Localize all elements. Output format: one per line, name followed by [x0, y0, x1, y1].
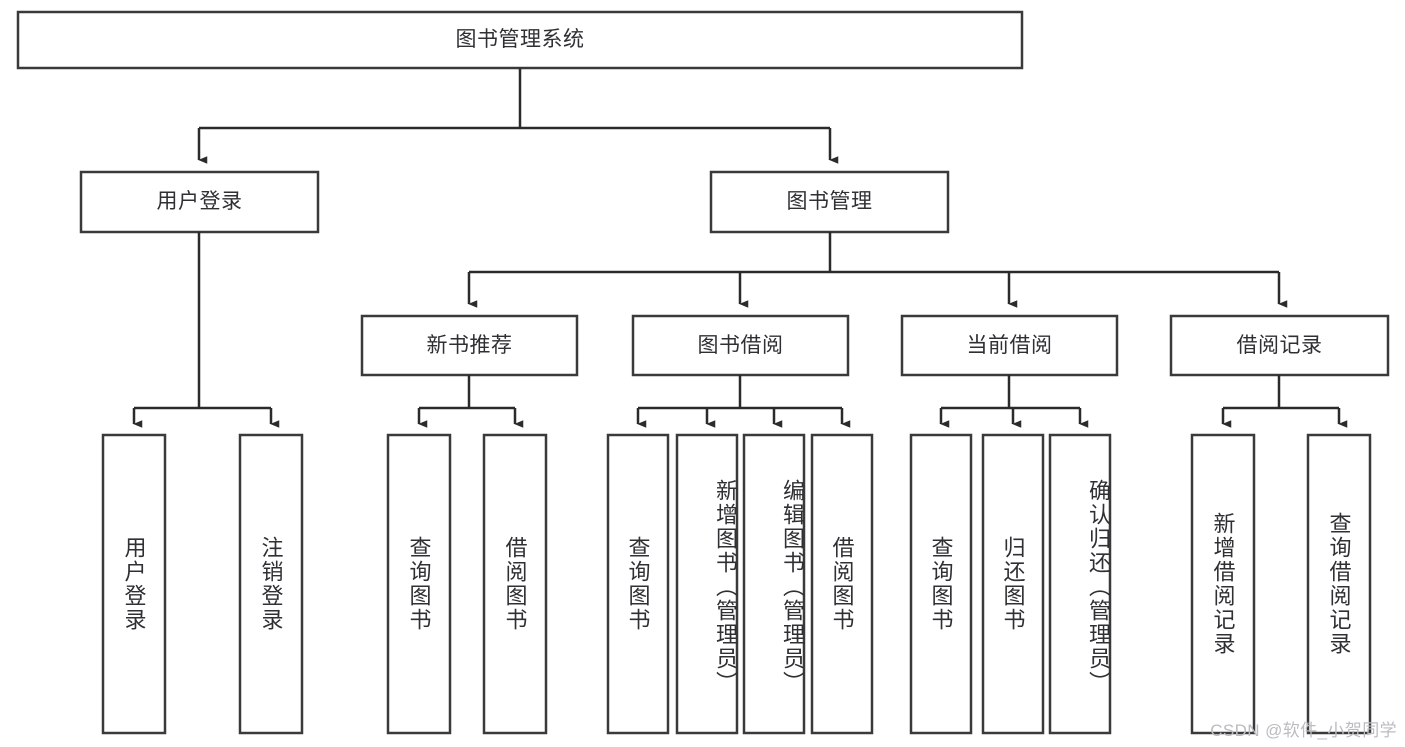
node-box-new-book-recommend[interactable]: [360, 314, 579, 377]
node-box-leaf-user-logout[interactable]: [238, 433, 304, 735]
node-box-leaf-return-book[interactable]: [981, 433, 1045, 735]
node-box-leaf-edit-book-admin[interactable]: [742, 433, 806, 735]
node-box-leaf-add-borrow-record[interactable]: [1190, 433, 1256, 735]
node-box-user-login[interactable]: [79, 170, 320, 234]
node-boxes: [16, 10, 1390, 735]
node-box-leaf-borrow-book[interactable]: [810, 433, 874, 735]
node-box-leaf-query-borrow-record[interactable]: [1306, 433, 1372, 735]
node-box-leaf-add-book-admin[interactable]: [675, 433, 739, 735]
connectors: [132, 68, 1348, 428]
node-box-root[interactable]: [16, 10, 1024, 70]
node-box-book-management[interactable]: [709, 170, 950, 234]
node-box-leaf-user-login[interactable]: [101, 433, 167, 735]
csdn-watermark: CSDN @软件_小贺同学: [1210, 721, 1397, 740]
node-box-borrow-record[interactable]: [1169, 314, 1390, 377]
node-box-leaf-query-book-new[interactable]: [386, 433, 452, 735]
node-box-leaf-query-book-current[interactable]: [909, 433, 973, 735]
node-box-current-borrow[interactable]: [900, 314, 1119, 377]
node-box-leaf-confirm-return-admin[interactable]: [1048, 433, 1112, 735]
node-box-leaf-borrow-book-new[interactable]: [482, 433, 548, 735]
node-box-book-borrow[interactable]: [631, 314, 850, 377]
node-box-leaf-query-book-borrow[interactable]: [606, 433, 670, 735]
